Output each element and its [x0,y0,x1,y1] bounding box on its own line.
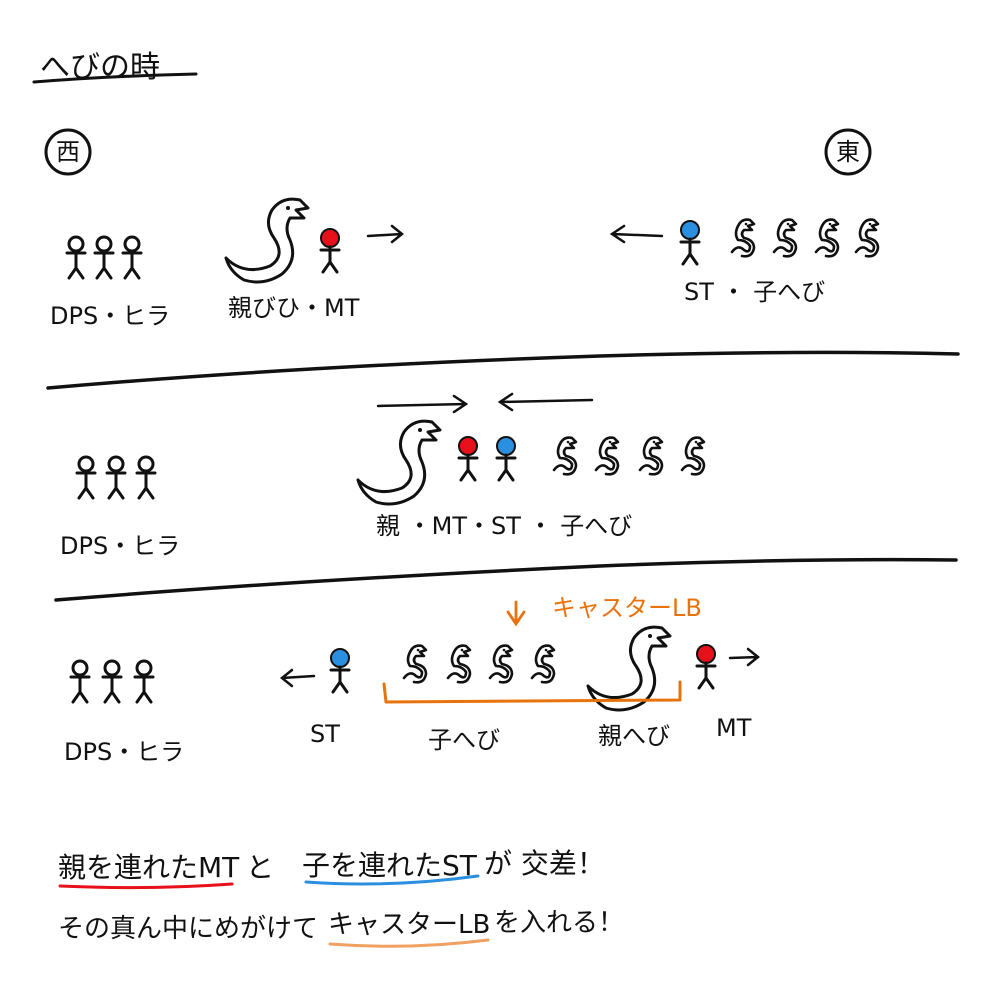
person-icon [93,235,115,280]
row3-dps-group [69,659,155,704]
underline-red [58,882,234,890]
note1-part4: が 交差！ [484,847,605,880]
big-snake-icon [586,625,672,712]
row2-dps-group [75,455,157,500]
note2-part1: その真ん中にめがけて [58,914,319,944]
note1-part3: 子を連れたST [302,849,477,882]
lb-target-bracket [382,680,682,704]
row2-small-snakes [552,436,706,476]
east-label: 東 [836,138,860,166]
person-icon [75,455,97,500]
west-label: 西 [56,138,80,166]
big-snake-icon [224,197,310,284]
small-snake-icon [594,436,620,476]
row2-dps-healer-label: DPS・ヒラ [60,532,181,560]
west-marker-circle [44,128,92,176]
small-snake-icon [530,644,556,684]
person-icon [101,659,123,704]
row1-dps-healer-label: DPS・ヒラ [50,302,171,330]
note2-part3: を入れる！ [494,908,625,938]
row1-parent-mt-label: 親びひ・MT [228,294,360,322]
arrow-icon [376,394,469,414]
st-person-icon [495,435,517,482]
small-snake-icon [854,218,880,258]
note2-part2: キャスターLB [328,910,491,940]
divider-line [46,350,960,390]
east-marker-circle [824,128,872,176]
arrow-icon [728,647,761,667]
mt-person-icon [457,435,479,482]
small-snake-icon [552,436,578,476]
small-snake-icon [446,644,472,684]
small-snake-icon [638,436,664,476]
person-icon [121,235,143,280]
row1-dps-group [65,235,143,280]
person-icon [65,235,87,280]
row3-parent-label: 親へび [598,722,670,750]
mt-person-icon [319,227,341,274]
person-icon [105,455,127,500]
row3-small-snakes [402,644,556,684]
person-icon [133,659,155,704]
arrow-icon [279,668,316,688]
title-underline [32,72,198,84]
small-snake-icon [814,218,840,258]
small-snake-icon [772,218,798,258]
note1-part2: と [246,851,275,884]
small-snake-icon [402,644,428,684]
st-person-icon [679,219,701,266]
page-title: へびの時 [40,50,160,85]
row3-st-label: ST [310,720,340,748]
underline-blue [304,874,480,886]
note1-part1: 親を連れたMT [58,851,240,884]
arrow-icon [366,224,405,244]
small-snake-icon [730,218,756,258]
row1-small-snakes [730,218,880,258]
row3-dps-healer-label: DPS・ヒラ [64,738,185,766]
st-person-icon [329,647,351,694]
arrow-icon [497,392,594,412]
big-snake-icon [356,419,442,506]
small-snake-icon [680,436,706,476]
underline-orange [328,938,490,948]
row3-mt-label: MT [716,714,752,742]
down-arrow-icon [506,600,526,627]
small-snake-icon [488,644,514,684]
arrow-icon [609,224,664,244]
person-icon [69,659,91,704]
row3-children-label: 子へび [428,726,500,754]
mt-person-icon [695,643,717,690]
person-icon [135,455,157,500]
row1-st-children-label: ST ・ 子へび [684,278,826,306]
caster-lb-label: キャスターLB [552,594,702,622]
row2-center-label: 親 ・MT・ST ・ 子へび [376,512,633,540]
divider-line [54,557,958,602]
